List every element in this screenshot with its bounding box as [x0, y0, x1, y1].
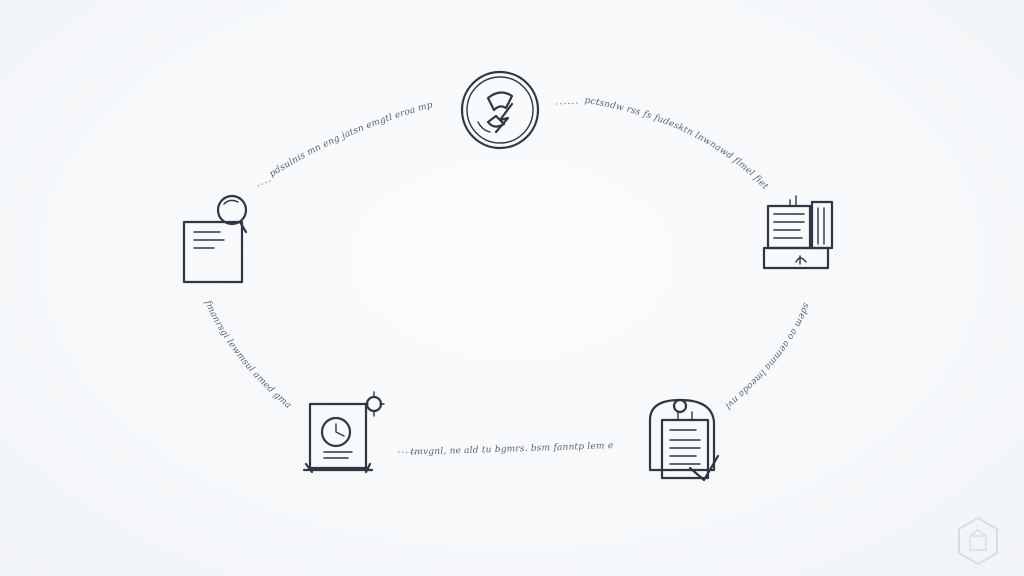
document-search-icon [182, 194, 248, 284]
edge-label-left: fmanrsgi lewmsul amed gmaatlid [0, 0, 293, 411]
edge-label-top-right: pctsndw rss fs fudesktn lnwnawd flmel fi… [0, 0, 770, 192]
leader-dots-top-right [555, 102, 581, 105]
building-documents-icon [762, 195, 834, 270]
broken-link-icon [460, 70, 540, 150]
edge-label-bottom: tmvgnl, ne ald tu bgmrs. bsm fanntp lem … [0, 0, 614, 458]
leader-dots-top-left [257, 179, 273, 187]
edge-label-top-left: pdsulnis mn eng jatsn emgtl eroa mp [268, 100, 434, 179]
edge-label-right: sdem ao aemma lmeoda nvlsm a bs ar e [0, 0, 811, 411]
hexagon-logo-icon [958, 516, 998, 566]
document-approval-icon [648, 398, 720, 482]
clock-board-icon [302, 391, 385, 474]
